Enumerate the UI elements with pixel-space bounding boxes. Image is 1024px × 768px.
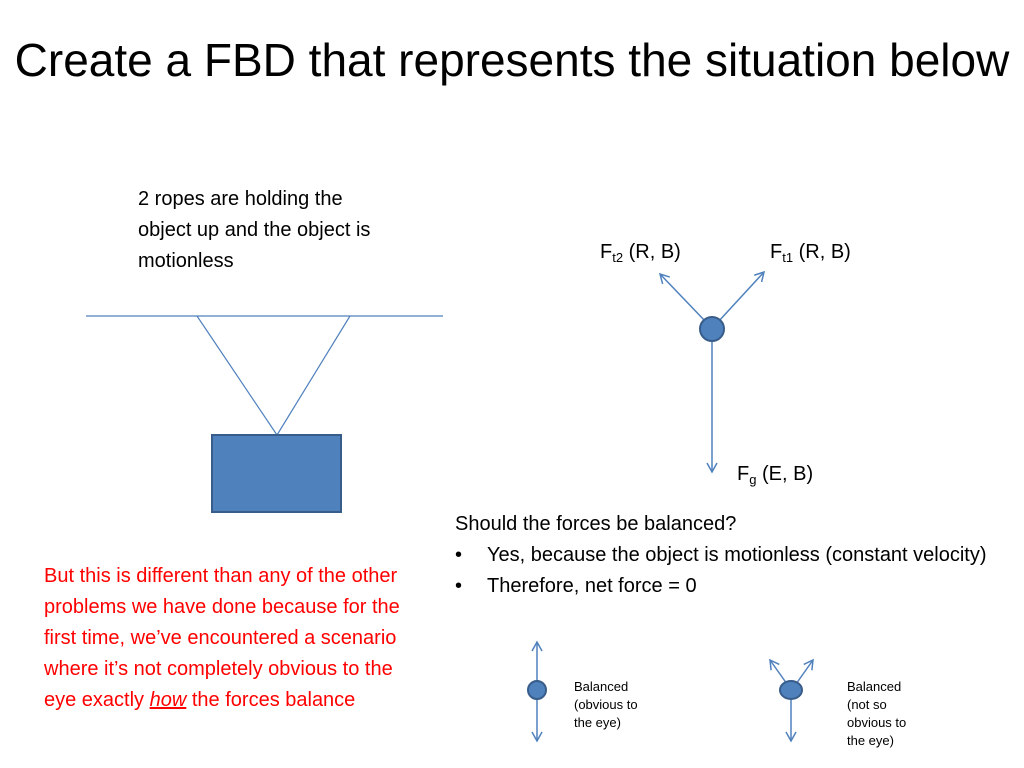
slide-title: Create a FBD that represents the situati… — [14, 34, 1010, 86]
note-text-end: the forces balance — [186, 689, 356, 711]
answer-list: Yes, because the object is motionless (c… — [455, 540, 995, 602]
rope-right — [276, 315, 351, 436]
example2-dot — [779, 680, 803, 700]
balance-question-block: Should the forces be balanced? Yes, beca… — [455, 509, 995, 602]
label-ft2: Ft2 (R, B) — [600, 241, 681, 265]
force-arrow-ft1 — [717, 270, 766, 323]
note-text: But this is different than any of the ot… — [44, 565, 400, 711]
rope-left — [196, 315, 278, 436]
scenario-description: 2 ropes are holding the object up and th… — [138, 188, 371, 272]
note-emphasis: how — [149, 689, 187, 711]
force-arrow-ft2 — [658, 272, 707, 323]
question-heading: Should the forces be balanced? — [455, 513, 737, 535]
example2-arrow-upleft — [769, 658, 788, 685]
label-ft1: Ft1 (R, B) — [770, 241, 851, 265]
hanging-object-box — [211, 434, 342, 513]
example1-dot — [527, 680, 547, 700]
label-fg: Fg (E, B) — [737, 463, 814, 487]
red-note: But this is different than any of the ot… — [44, 561, 414, 716]
answer-bullet: Therefore, net force = 0 — [455, 571, 995, 602]
fbd-object-dot — [699, 316, 725, 342]
example2-arrow-upright — [795, 658, 814, 685]
example1-caption: Balanced (obvious to the eye) — [574, 679, 638, 730]
answer-bullet: Yes, because the object is motionless (c… — [455, 540, 995, 571]
example2-caption: Balanced (not so obvious to the eye) — [847, 679, 907, 748]
